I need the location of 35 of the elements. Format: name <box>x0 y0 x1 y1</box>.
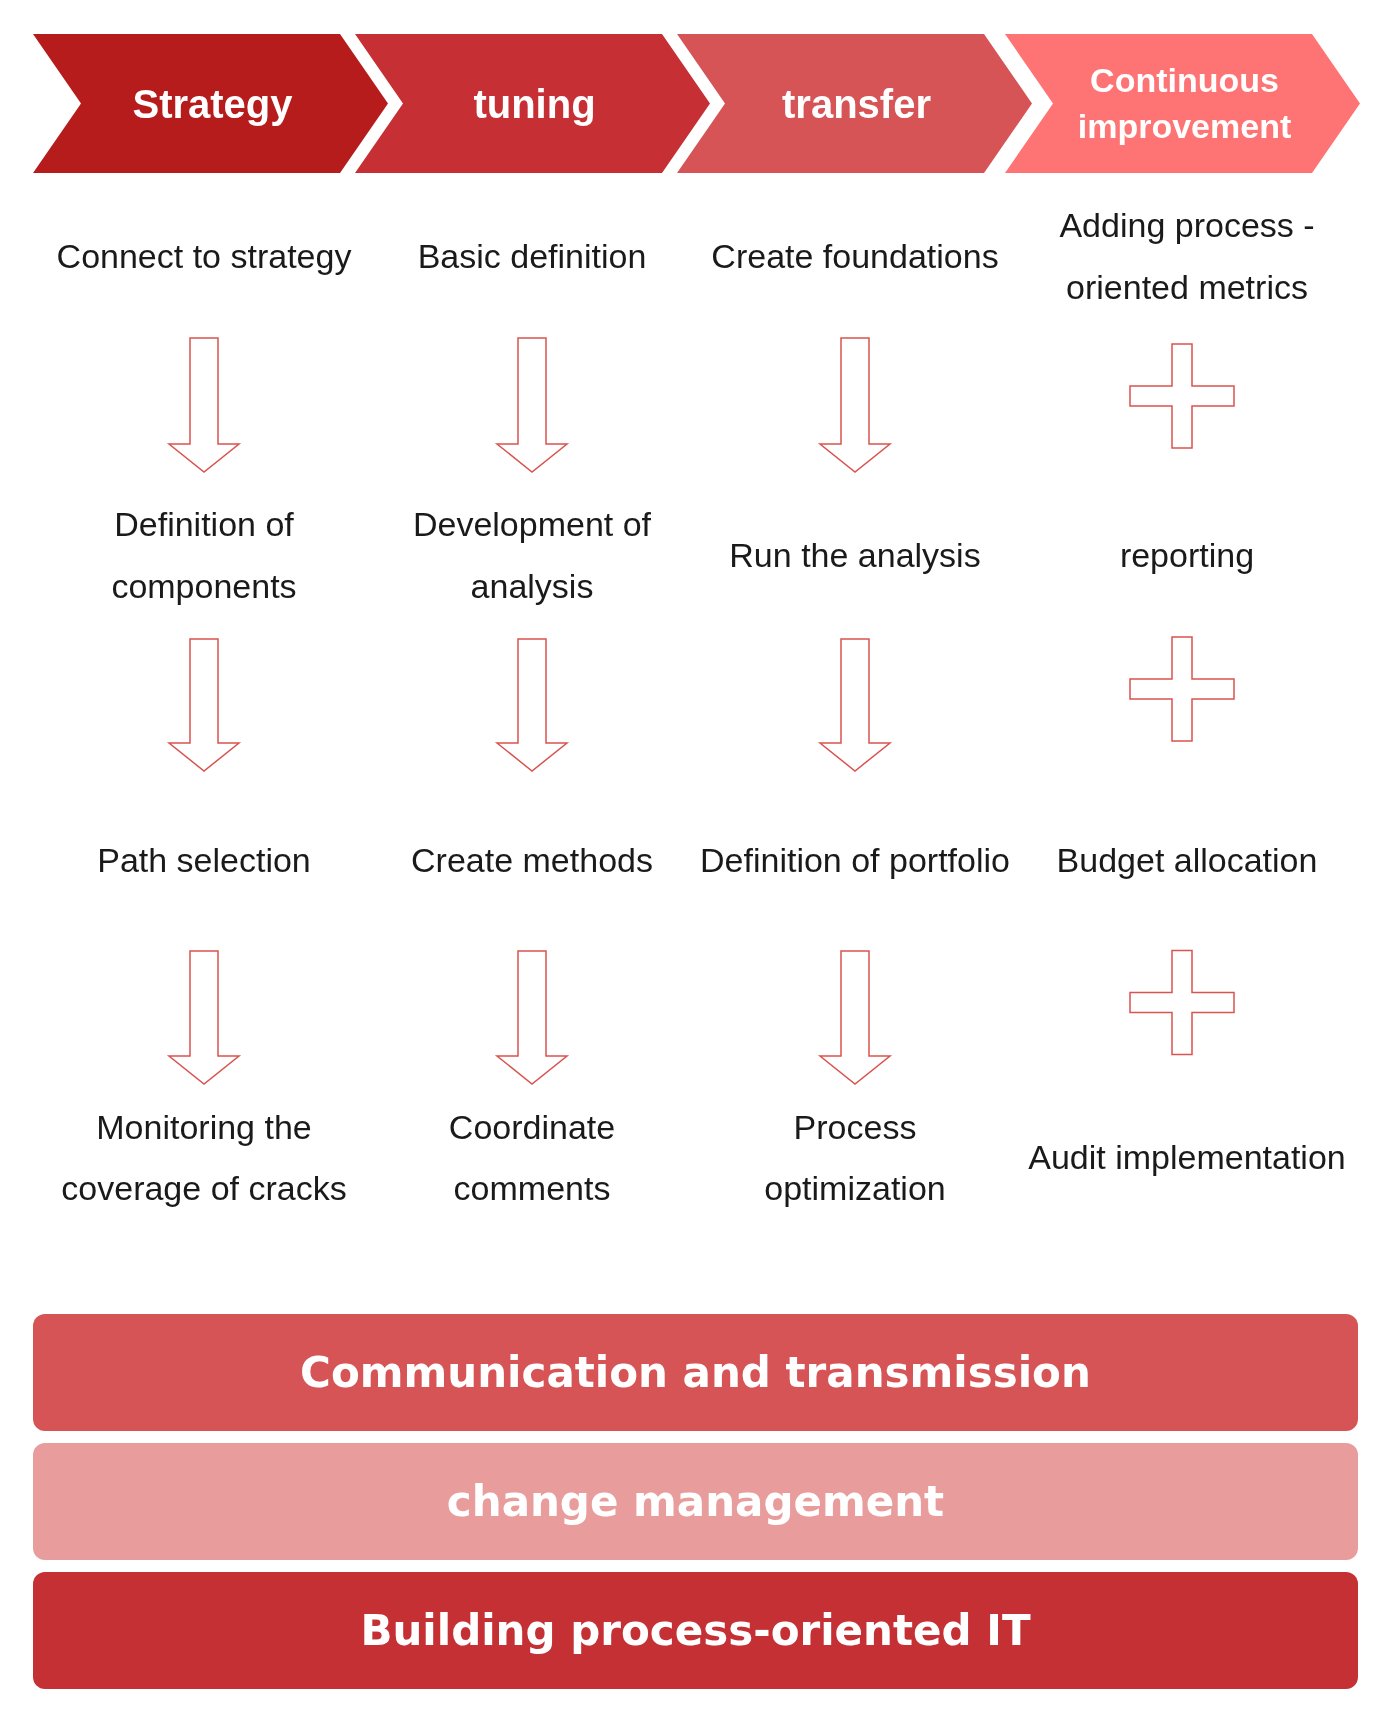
step-text: Adding process -oriented metrics <box>1058 205 1316 308</box>
step-heading: tuning <box>473 80 596 128</box>
step-text: Definition of components <box>110 504 298 607</box>
hollow-arrow <box>166 337 242 473</box>
step-heading: Continuous improvement <box>1076 59 1293 147</box>
step-text: Basic definition <box>417 235 647 277</box>
step-text: reporting <box>1119 534 1255 576</box>
banner-text: Communication and transmission <box>300 1348 1091 1397</box>
hollow-arrow <box>494 638 570 772</box>
hollow-arrow <box>494 950 570 1085</box>
step-text: Audit implementation <box>1028 1137 1346 1179</box>
step-text: Monitoring the coverage of cracks <box>60 1106 348 1209</box>
step-heading: transfer <box>782 80 931 128</box>
hollow-arrow <box>494 337 570 473</box>
step-text: Process optimization <box>763 1106 947 1209</box>
step-heading: Strategy <box>132 80 293 128</box>
step-text: Connect to strategy <box>56 235 352 277</box>
banner-text: Building process-oriented IT <box>360 1606 1031 1655</box>
hollow-arrow <box>817 638 893 772</box>
banner-bar <box>33 1443 1358 1560</box>
hollow-arrow <box>166 638 242 772</box>
hollow-arrow <box>817 950 893 1085</box>
step-text: Development of analysis <box>411 504 653 607</box>
step-text: Create methods <box>411 840 653 882</box>
hollow-arrow <box>817 337 893 473</box>
step-text: Coordinate comments <box>447 1106 617 1209</box>
banner-bar <box>33 1314 1358 1431</box>
step-text: Path selection <box>97 840 311 882</box>
step-text: Run the analysis <box>729 534 981 576</box>
banner-bar <box>33 1572 1358 1689</box>
banner-text: change management <box>446 1477 945 1526</box>
step-text: Definition of portfolio <box>700 840 1010 882</box>
step-text: Create foundations <box>711 235 999 277</box>
hollow-arrow <box>166 950 242 1085</box>
step-text: Budget allocation <box>1056 840 1318 882</box>
